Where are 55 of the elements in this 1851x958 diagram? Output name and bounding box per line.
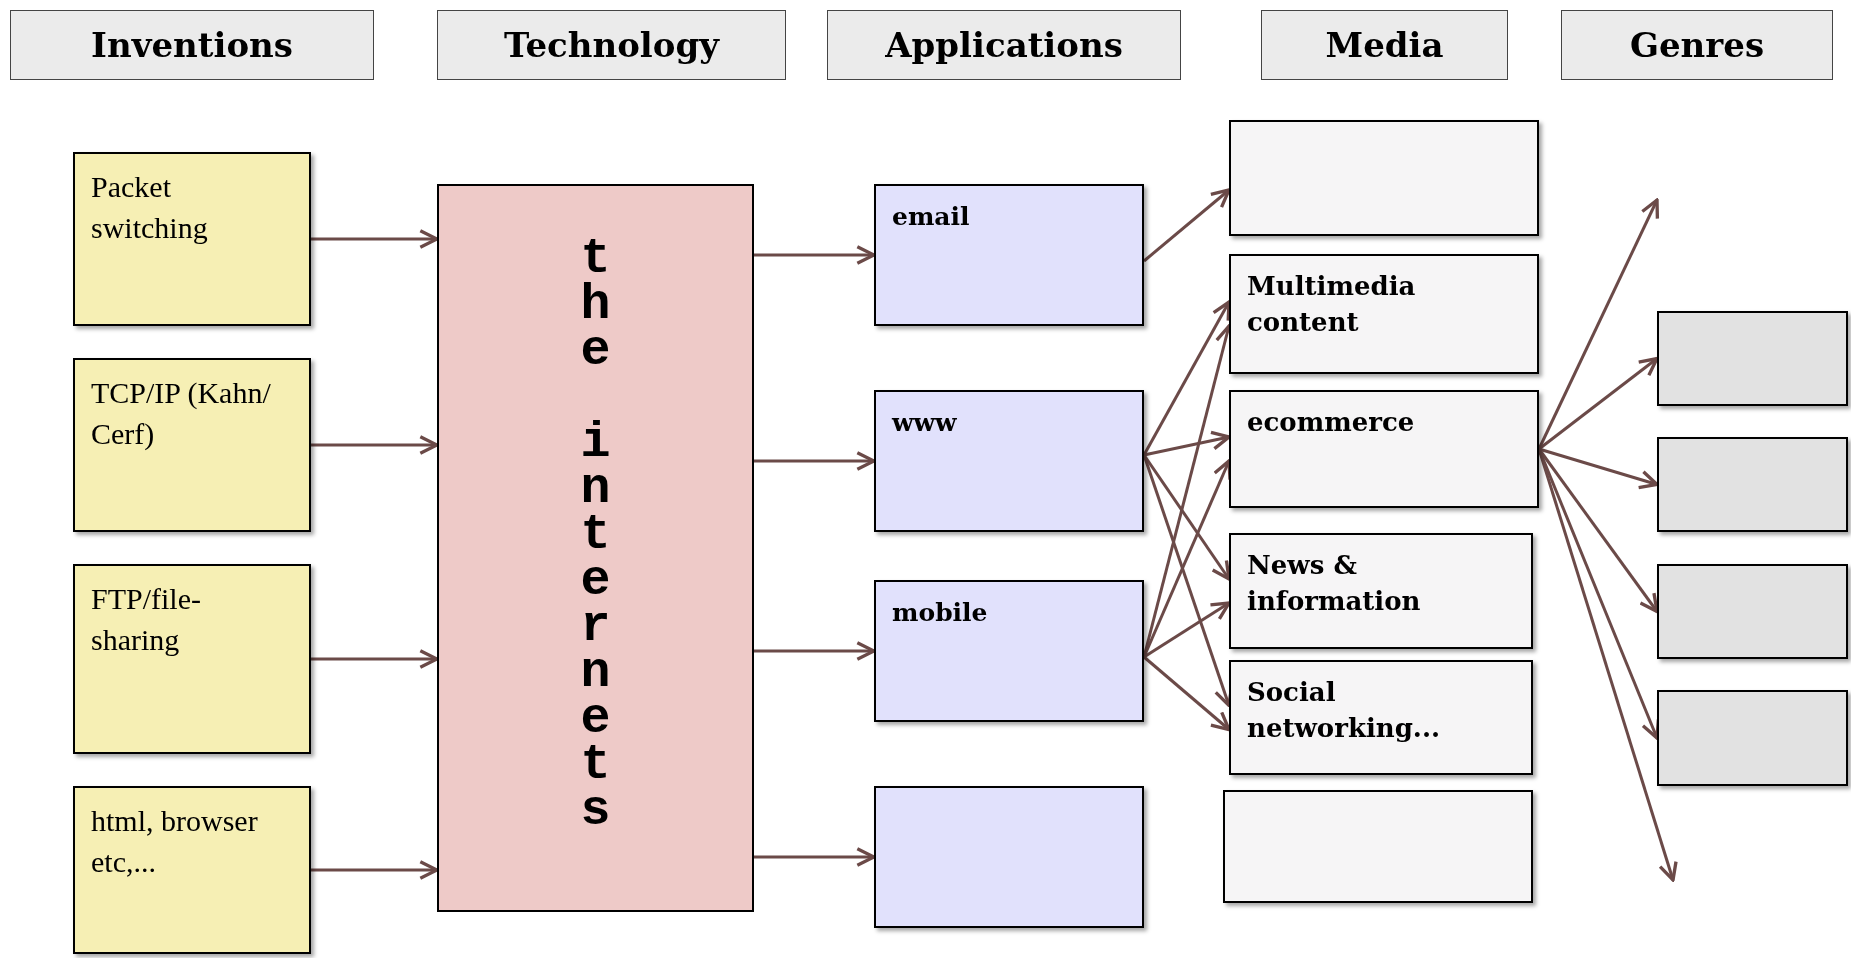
box-label: html, browser etc,...	[91, 803, 259, 880]
arrow	[1538, 447, 1659, 490]
technology-box	[437, 184, 754, 912]
arrow	[754, 847, 876, 867]
media-box	[1229, 254, 1539, 374]
arrow	[1143, 655, 1231, 732]
header-label: Media	[1325, 23, 1444, 67]
media-box	[1229, 533, 1533, 649]
column-header	[1261, 10, 1508, 80]
application-box	[874, 390, 1144, 532]
media-box	[1223, 790, 1533, 903]
box-label: Social networking...	[1247, 676, 1441, 745]
box-label: Multimedia content	[1247, 270, 1417, 339]
box-label: ecommerce	[1247, 406, 1416, 439]
application-box	[874, 184, 1144, 326]
media-box	[1229, 390, 1539, 508]
header-label: Inventions	[91, 23, 293, 67]
arrow	[754, 641, 876, 661]
column-header	[10, 10, 374, 80]
box-label: www	[892, 407, 958, 439]
application-box	[874, 786, 1144, 928]
arrow	[311, 435, 439, 455]
box-label: email	[892, 201, 971, 233]
application-box	[874, 580, 1144, 722]
arrow	[311, 860, 439, 880]
arrow	[754, 245, 876, 265]
header-label: Applications	[885, 23, 1123, 67]
media-box	[1229, 660, 1533, 775]
column-header	[1561, 10, 1833, 80]
header-label: Technology	[504, 23, 719, 67]
note-box	[73, 786, 311, 954]
box-label: FTP/file- sharing	[91, 581, 202, 658]
box-label: Packet switching	[91, 169, 209, 246]
arrow	[311, 649, 439, 669]
genre-box	[1657, 564, 1848, 659]
genre-box	[1657, 437, 1848, 532]
column-header	[827, 10, 1181, 80]
column-header	[437, 10, 786, 80]
genre-box	[1657, 311, 1848, 406]
box-label: TCP/IP (Kahn/ Cerf)	[91, 375, 272, 452]
genre-box	[1657, 690, 1848, 786]
arrow	[311, 229, 439, 249]
arrow	[1143, 601, 1231, 659]
media-box	[1229, 120, 1539, 236]
vertical-title: the internets	[580, 236, 611, 841]
box-label: mobile	[892, 597, 989, 629]
box-label: News & information	[1247, 549, 1422, 618]
arrow	[1143, 188, 1231, 263]
arrow	[754, 451, 876, 471]
header-label: Genres	[1629, 23, 1765, 67]
note-box	[73, 358, 311, 532]
arrow	[1538, 356, 1659, 451]
note-box	[73, 152, 311, 326]
note-box	[73, 564, 311, 754]
arrow	[1143, 430, 1231, 457]
